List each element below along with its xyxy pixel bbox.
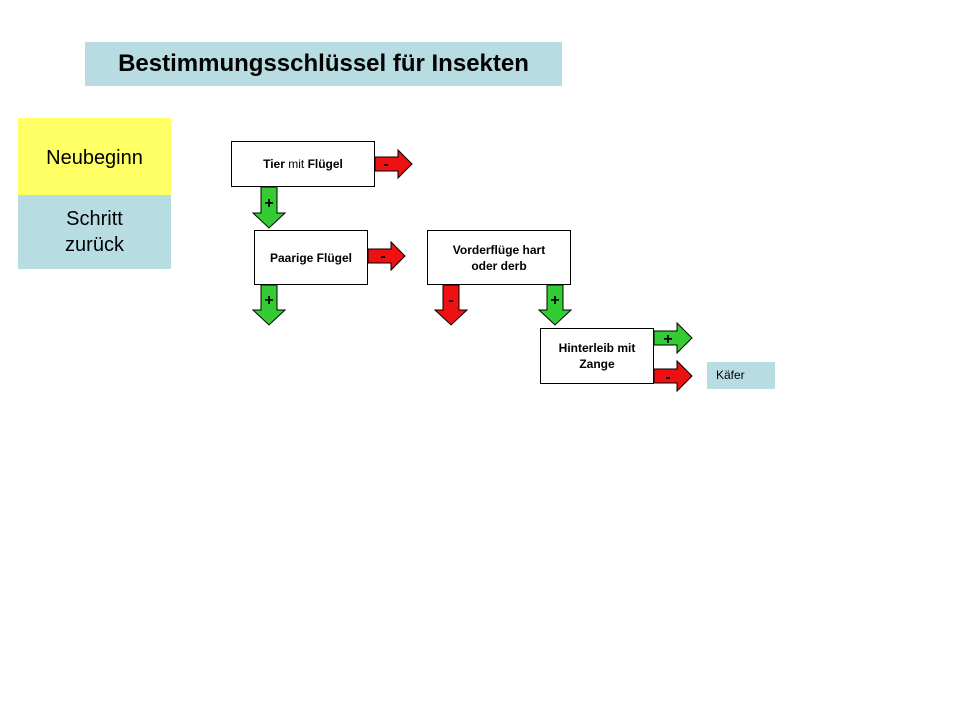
yes-arrow-label: + bbox=[550, 292, 559, 309]
yes-arrow-down[interactable]: + bbox=[251, 284, 287, 326]
yes-arrow-label: + bbox=[264, 195, 273, 212]
page-title: Bestimmungsschlüssel für Insekten bbox=[85, 42, 562, 86]
node-forewings-hard-label: Vorderflüge hart oder derb bbox=[452, 242, 546, 273]
node-animal-with-wings[interactable]: Tier mit Flügel bbox=[231, 141, 375, 187]
yes-arrow-label: + bbox=[264, 292, 273, 309]
restart-button[interactable]: Neubeginn bbox=[18, 118, 171, 195]
yes-arrow-down[interactable]: + bbox=[537, 284, 573, 326]
step-back-button[interactable]: Schritt zurück bbox=[18, 195, 171, 269]
yes-arrow-label: + bbox=[663, 331, 672, 348]
no-arrow-right[interactable]: - bbox=[367, 240, 406, 272]
yes-arrow-right[interactable]: + bbox=[653, 321, 693, 355]
no-arrow-right[interactable]: - bbox=[653, 359, 693, 393]
no-arrow-down[interactable]: - bbox=[433, 284, 469, 326]
node-forewings-hard[interactable]: Vorderflüge hart oder derb bbox=[427, 230, 571, 285]
step-back-label-line2: zurück bbox=[65, 234, 124, 256]
no-arrow-label: - bbox=[665, 369, 670, 386]
no-arrow-right[interactable]: - bbox=[374, 148, 413, 180]
no-arrow-label: - bbox=[383, 156, 388, 173]
node-abdomen-with-pincers[interactable]: Hinterleib mit Zange bbox=[540, 328, 654, 384]
node-paired-wings[interactable]: Paarige Flügel bbox=[254, 230, 368, 285]
no-arrow-label: - bbox=[448, 292, 453, 309]
node-paired-wings-label: Paarige Flügel bbox=[269, 250, 353, 265]
node-animal-with-wings-label: Tier mit Flügel bbox=[263, 157, 343, 171]
yes-arrow-down[interactable]: + bbox=[251, 186, 287, 229]
step-back-label-line1: Schritt bbox=[66, 208, 123, 230]
result-beetle[interactable]: Käfer bbox=[707, 362, 775, 389]
no-arrow-label: - bbox=[380, 248, 385, 265]
node-abdomen-with-pincers-label: Hinterleib mit Zange bbox=[558, 341, 636, 371]
